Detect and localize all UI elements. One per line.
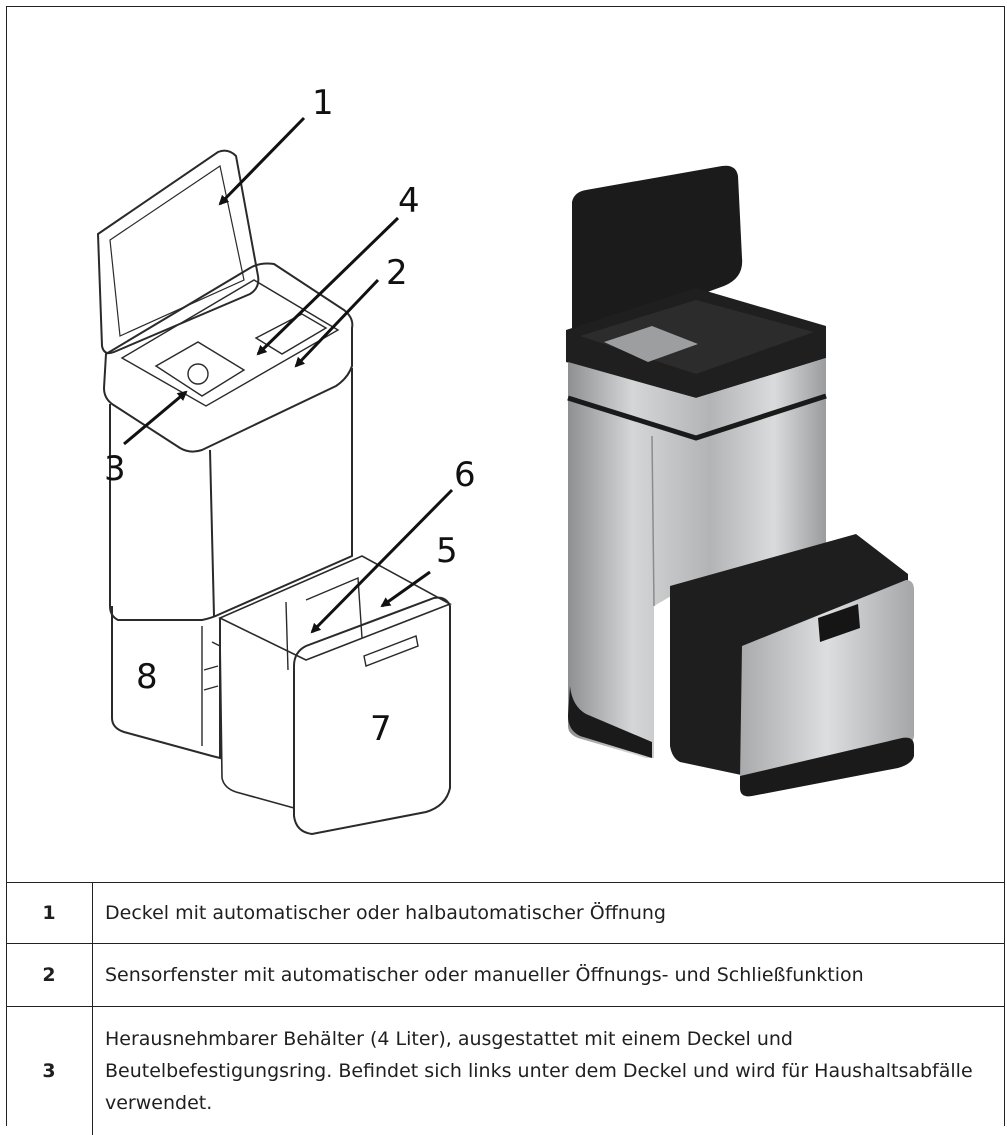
inner-bucket (156, 342, 244, 396)
callout-1: 1 (312, 83, 334, 123)
product-figure: 1 2 3 4 5 6 7 8 (6, 6, 1005, 882)
legend-table: 1 Deckel mit automatischer oder halbauto… (6, 882, 1005, 1135)
lower-left-inner (202, 626, 220, 746)
product-photo (566, 166, 914, 797)
bucket-knob (188, 364, 208, 384)
callout-5: 5 (436, 531, 458, 571)
legend-number: 3 (6, 1007, 93, 1135)
bin-diagram: 1 2 3 4 5 6 7 8 (6, 6, 1005, 882)
top-rim (104, 264, 352, 452)
top-opening (122, 280, 338, 406)
callout-2: 2 (386, 253, 408, 293)
callout-8: 8 (136, 657, 158, 697)
callout-7: 7 (370, 709, 392, 749)
upper-body-edge (210, 450, 214, 616)
legend-row: 3 Herausnehmbarer Behälter (4 Liter), au… (6, 1007, 1005, 1135)
upper-body (110, 368, 352, 620)
callout-6: 6 (454, 455, 476, 495)
callout-4: 4 (398, 181, 420, 221)
callout-3: 3 (104, 449, 126, 489)
callout-labels: 1 2 3 4 5 6 7 8 (104, 83, 476, 749)
drawer-handle (364, 636, 418, 666)
legend-row: 1 Deckel mit automatischer oder halbauto… (6, 883, 1005, 944)
drawer-side (220, 636, 294, 808)
lid-outline (98, 151, 258, 353)
arrow-2 (296, 280, 378, 366)
lower-left-bin (112, 606, 220, 758)
legend-description: Herausnehmbarer Behälter (4 Liter), ausg… (93, 1007, 1006, 1135)
arrow-1 (220, 118, 304, 204)
legend-description: Sensorfenster mit automatischer oder man… (93, 944, 1006, 1007)
legend-description: Deckel mit automatischer oder halbautoma… (93, 883, 1006, 944)
legend-number: 1 (6, 883, 93, 944)
legend-row: 2 Sensorfenster mit automatischer oder m… (6, 944, 1005, 1007)
legend-number: 2 (6, 944, 93, 1007)
